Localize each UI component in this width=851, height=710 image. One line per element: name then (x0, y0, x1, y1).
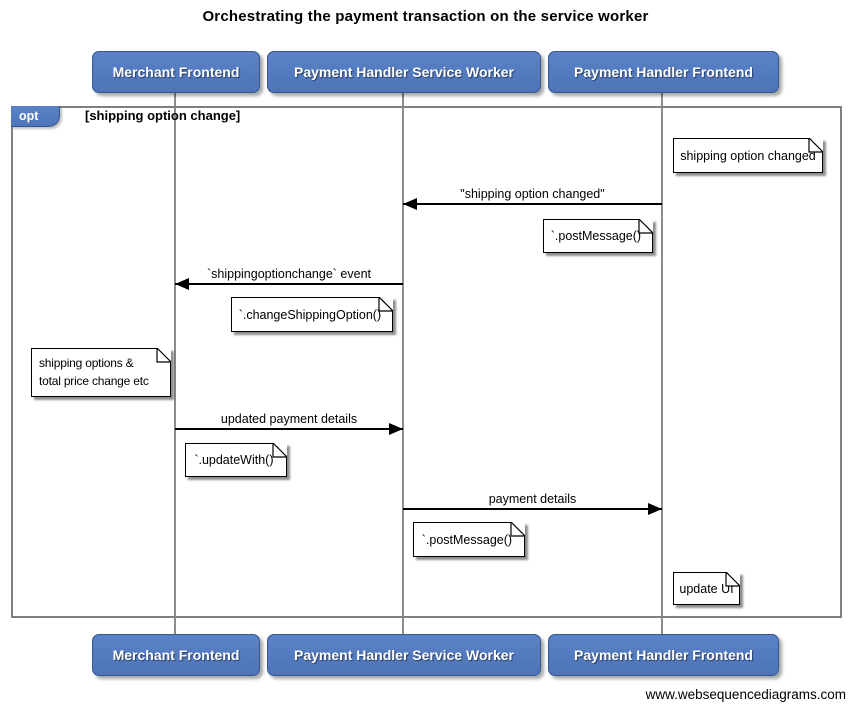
message-line (403, 203, 662, 205)
note-fold-icon (510, 521, 526, 537)
lifeline-merchant-frontend (174, 91, 176, 635)
actor-label: Merchant Frontend (112, 64, 240, 80)
message-label: payment details (488, 492, 577, 506)
note-updatewith: `.updateWith()` (185, 442, 288, 477)
note-fold-icon (808, 137, 824, 153)
actor-bottom-payment-handler-frontend: Payment Handler Frontend (548, 634, 779, 676)
note-text: `.postMessage()` (550, 229, 646, 243)
diagram-title: Orchestrating the payment transaction on… (202, 8, 649, 25)
note-text: `.updateWith()` (194, 453, 278, 467)
actor-top-payment-handler-frontend: Payment Handler Frontend (548, 51, 779, 93)
actor-top-merchant-frontend: Merchant Frontend (92, 51, 260, 93)
actor-label: Payment Handler Frontend (574, 64, 753, 80)
opt-fragment-frame (11, 106, 842, 618)
actor-label: Payment Handler Service Worker (294, 64, 514, 80)
message-shipping-option-changed: "shipping option changed" (403, 183, 662, 210)
message-label: updated payment details (220, 412, 358, 426)
note-text: shipping option changed (680, 148, 816, 163)
message-line (175, 283, 403, 285)
arrowhead-right-icon (389, 423, 403, 435)
note-fold-icon (638, 218, 654, 234)
note-text: `.postMessage()` (421, 532, 517, 547)
actor-label: Payment Handler Frontend (574, 647, 753, 663)
message-shippingoptionchange-event: `shippingoptionchange` event (175, 263, 403, 290)
actor-label: Payment Handler Service Worker (294, 647, 514, 663)
actor-label: Merchant Frontend (112, 647, 240, 663)
arrowhead-left-icon (175, 278, 189, 290)
note-postmessage-1: `.postMessage()` (543, 218, 654, 253)
note-text: shipping options & total price change et… (39, 356, 149, 388)
lifeline-payment-handler-frontend (661, 91, 663, 635)
note-text: `.changeShippingOption()` (238, 307, 386, 322)
message-label: "shipping option changed" (460, 187, 605, 201)
note-fold-icon (272, 442, 288, 458)
lifeline-payment-handler-service-worker (402, 91, 404, 635)
note-postmessage-2: `.postMessage()` (413, 521, 526, 557)
actor-bottom-merchant-frontend: Merchant Frontend (92, 634, 260, 676)
message-line (175, 428, 403, 430)
message-updated-payment-details: updated payment details (175, 408, 403, 435)
note-fold-icon (378, 296, 394, 312)
note-fold-icon (725, 571, 741, 587)
message-payment-details: payment details (403, 488, 662, 515)
note-text: update UI (679, 581, 734, 596)
opt-guard-label: [shipping option change] (85, 108, 241, 123)
actor-bottom-payment-handler-service-worker: Payment Handler Service Worker (267, 634, 541, 676)
actor-top-payment-handler-service-worker: Payment Handler Service Worker (267, 51, 541, 93)
note-fold-icon (156, 347, 172, 363)
arrowhead-left-icon (403, 198, 417, 210)
note-update-ui: update UI (673, 571, 741, 605)
note-changeshippingoption: `.changeShippingOption()` (231, 296, 394, 332)
arrowhead-right-icon (648, 503, 662, 515)
message-line (403, 508, 662, 510)
opt-operator-tab: opt (11, 106, 60, 127)
note-shipping-options-total-price: shipping options & total price change et… (31, 347, 172, 397)
note-shipping-option-changed: shipping option changed (673, 137, 824, 173)
message-label: `shippingoptionchange` event (206, 267, 371, 281)
watermark-websequencediagrams: www.websequencediagrams.com (645, 687, 846, 702)
